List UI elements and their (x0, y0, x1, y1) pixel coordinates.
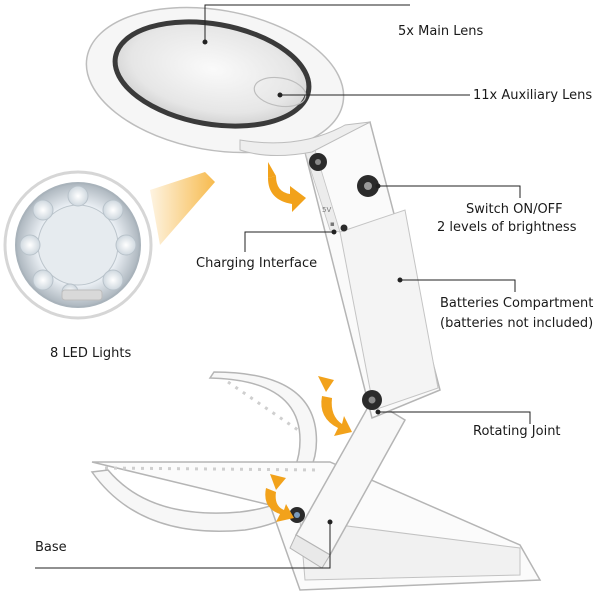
switch-label: Switch ON/OFF (466, 202, 563, 217)
led-icon (102, 269, 124, 291)
leader-line-joint (378, 411, 531, 424)
svg-text:▪: ▪ (330, 220, 335, 228)
aux-lens-label: 11x Auxiliary Lens (473, 88, 593, 103)
lens-head (85, 6, 371, 157)
brightness-label: 2 levels of brightness (437, 220, 577, 235)
led-inset (3, 170, 153, 320)
rotation-arrow-icon (321, 396, 352, 436)
led-lights-label: 8 LED Lights (50, 346, 132, 361)
led-icon (115, 234, 137, 256)
led-icon (102, 199, 124, 221)
charging-label: Charging Interface (196, 256, 318, 271)
light-beam (150, 172, 215, 245)
rotation-arrows (265, 162, 352, 522)
led-icon (19, 234, 41, 256)
rotation-arrow-icon (268, 176, 306, 212)
batteries-note-label: (batteries not included) (440, 316, 594, 331)
joints: 5V ▪ (289, 153, 382, 523)
leader-line-switch (378, 185, 521, 198)
leader-lines (35, 4, 531, 569)
batteries-label: Batteries Compartment (440, 296, 594, 311)
led-icon (32, 269, 54, 291)
upper-arm (304, 120, 441, 420)
rotation-arrow-icon (265, 488, 294, 522)
leader-line-base (35, 522, 331, 569)
base-label: Base (35, 540, 67, 555)
main-lens-label: 5x Main Lens (398, 24, 484, 39)
led-icon (32, 199, 54, 221)
leader-line-main-lens (204, 4, 410, 42)
leader-line-charging (244, 231, 334, 252)
rotating-joint-label: Rotating Joint (473, 424, 561, 439)
leader-line-batteries (400, 279, 516, 292)
led-icon (67, 185, 89, 207)
svg-text:5V: 5V (322, 206, 331, 214)
